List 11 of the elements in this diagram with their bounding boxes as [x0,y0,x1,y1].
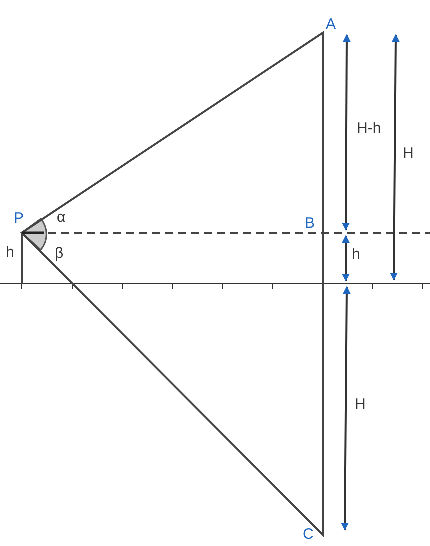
point-label: P [14,210,24,227]
dimension-label: H [403,145,414,162]
angle-label: α [57,209,66,226]
dimension-label: h [352,246,360,263]
dimension-label: h [6,244,14,261]
angle-label: β [55,245,64,262]
dimension-label: H [355,396,366,413]
point-label: C [303,526,314,543]
point-label: A [326,16,336,33]
point-label: B [305,215,316,232]
dimension-label: H-h [357,120,382,137]
